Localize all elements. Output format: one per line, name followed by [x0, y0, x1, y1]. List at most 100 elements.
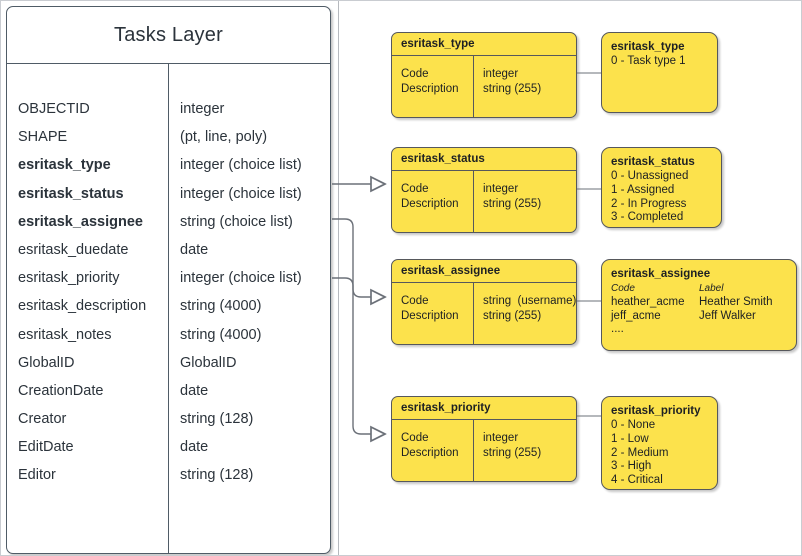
field-name: Creator — [18, 411, 67, 428]
field-row: SHAPE(pt, line, poly) — [7, 129, 330, 157]
value-list-ellipsis: .... — [611, 323, 624, 336]
field-type: integer — [180, 101, 225, 117]
field-type: integer (choice list) — [180, 185, 302, 202]
column-header-code: Code — [611, 283, 635, 294]
field-row: esritask_assignee string (choice list) — [7, 214, 330, 242]
field-row: esritask_priority integer (choice list) — [7, 270, 330, 298]
page-title: Tasks Layer — [114, 23, 223, 46]
domain-table-header: esritask_priority — [392, 397, 576, 420]
value-list-item: 0 - None — [611, 419, 656, 431]
domain-table-divider — [473, 420, 475, 481]
value-list-item: 0 - Task type 1 — [611, 55, 686, 67]
value-list-item: 4 - Critical — [611, 474, 663, 487]
domain-table-types: string (username) string (255) — [483, 295, 577, 322]
domain-table-esritask-status[interactable]: esritask_status Code Description integer… — [391, 147, 577, 233]
domain-table-body: Code Description integer string (255) — [392, 171, 576, 232]
value-list-item: 1 - Low — [611, 432, 649, 445]
domain-table-types: integer string (255) — [483, 68, 542, 95]
value-list-esritask-assignee[interactable]: esritask_assignee Code Label heather_acme H… — [601, 259, 797, 351]
field-row: Creator string (128) — [7, 411, 330, 439]
domain-table-body: Code Description string (username) strin… — [392, 283, 576, 344]
field-row: esritask_status integer (choice list) — [7, 186, 330, 214]
domain-table-fields: Code Description — [401, 295, 459, 322]
value-list-title: esritask_priority — [611, 405, 701, 417]
domain-table-divider — [473, 171, 475, 232]
column-header-label: Label — [699, 283, 724, 294]
domain-table-esritask-type[interactable]: esritask_type Code Description integer s… — [391, 32, 577, 118]
field-name: esritask_description — [18, 298, 147, 315]
field-type: integer (choice list) — [180, 157, 302, 174]
field-name: esritask_type — [18, 157, 111, 174]
value-list-column-headers: Code Label — [611, 282, 787, 296]
field-row: OBJECTID integer — [7, 101, 330, 129]
domain-table-divider — [473, 283, 475, 344]
field-row: Editor string (128) — [7, 467, 330, 495]
connector-assignee — [332, 218, 385, 297]
domain-table-esritask-assignee[interactable]: esritask_assignee Code Description strin… — [391, 259, 577, 345]
value-list-esritask-type[interactable]: esritask_type 0 - Task type 1 — [601, 32, 718, 113]
field-name: esritask_assignee — [18, 213, 143, 230]
field-name: esritask_duedate — [18, 241, 129, 258]
domain-table-fields: Code Description — [401, 432, 459, 459]
field-type: string (4000) — [180, 298, 262, 315]
domain-table-body: Code Description integer string (255) — [392, 420, 576, 481]
field-name: esritask_notes — [18, 326, 112, 343]
field-row: esritask_type integer (choice list) — [7, 157, 330, 185]
domain-table-body: Code Description integer string (255) — [392, 56, 576, 117]
field-column-divider — [168, 64, 169, 553]
domain-table-header: esritask_assignee — [392, 260, 576, 283]
field-name: esritask_status — [18, 185, 124, 202]
value-list-item: 2 - In Progress — [611, 197, 687, 210]
value-list-title: esritask_assignee — [611, 268, 711, 280]
entity-header: Tasks Layer — [7, 7, 330, 64]
domain-table-header: esritask_status — [392, 148, 576, 171]
value-list-item: 1 - Assigned — [611, 183, 675, 196]
value-list-item: 0 - Unassigned — [611, 170, 689, 182]
domain-table-types: integer string (255) — [483, 432, 542, 459]
field-type: date — [180, 382, 209, 399]
value-list-title: esritask_type — [611, 41, 685, 53]
value-list-items: Code Label heather_acme Heather Smith jeff_a… — [611, 282, 787, 337]
domain-table-fields: Code Description — [401, 183, 459, 210]
field-row: esritask_notes string (4000) — [7, 327, 330, 355]
field-type: integer (choice list) — [180, 270, 302, 287]
field-type: string (128) — [180, 467, 254, 484]
canvas-vertical-divider — [338, 1, 339, 555]
connector-priority — [332, 277, 385, 434]
field-name: esritask_priority — [18, 270, 120, 287]
field-type: string (128) — [180, 411, 254, 428]
domain-table-esritask-priority[interactable]: esritask_priority Code Description integ… — [391, 396, 577, 482]
value-list-item: heather_acme Heather Smith — [611, 296, 787, 310]
value-list-title: esritask_status — [611, 156, 695, 168]
value-label: Heather Smith — [699, 295, 773, 308]
field-type: string (choice list) — [180, 213, 293, 230]
value-list-items: 0 - Task type 1 — [611, 55, 708, 69]
domain-table-fields: Code Description — [401, 68, 459, 95]
value-code: jeff_acme — [611, 309, 661, 322]
value-label: Jeff Walker — [699, 309, 756, 322]
domain-table-header: esritask_type — [392, 33, 576, 56]
field-name: Editor — [18, 467, 56, 484]
value-code: heather_acme — [611, 295, 685, 308]
field-type: string (4000) — [180, 326, 262, 343]
field-row: esritask_description string (4000) — [7, 298, 330, 326]
value-list-item: 3 - Completed — [611, 211, 684, 224]
field-type: (pt, line, poly) — [180, 129, 268, 146]
field-name: GlobalID — [18, 354, 75, 371]
value-list-item: jeff_acme Jeff Walker — [611, 310, 787, 324]
field-type: date — [180, 439, 209, 456]
value-list-item: 2 - Medium — [611, 446, 669, 459]
field-name: OBJECTID — [18, 101, 90, 117]
domain-table-divider — [473, 56, 475, 117]
